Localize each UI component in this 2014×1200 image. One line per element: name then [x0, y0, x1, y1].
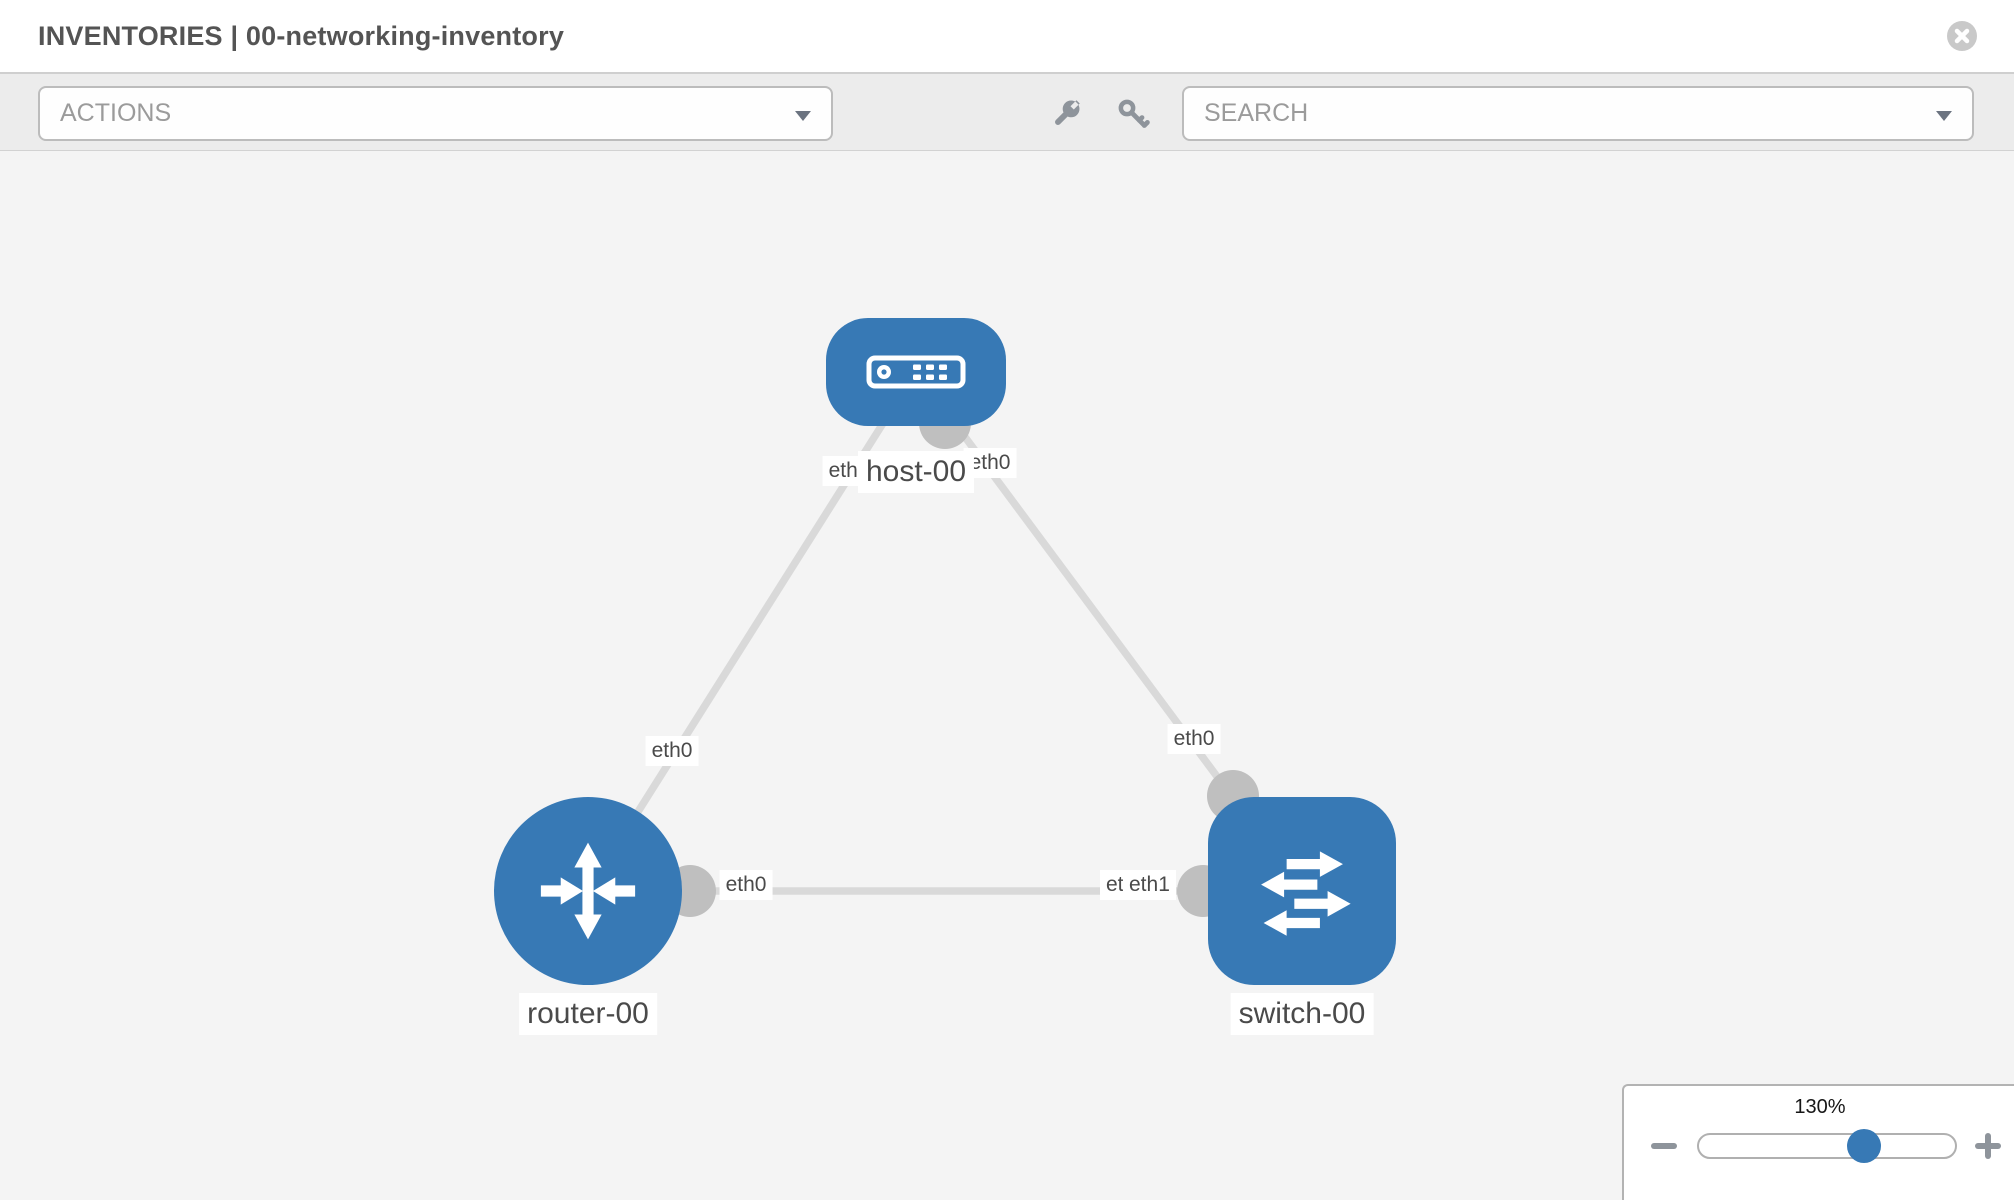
zoom-slider-knob[interactable] [1847, 1129, 1881, 1163]
node-router-00[interactable] [494, 797, 682, 985]
credentials-button[interactable] [1115, 96, 1151, 132]
toolbar: ACTIONS SEARCH [0, 72, 2014, 151]
node-label-router: router-00 [519, 993, 657, 1035]
header: INVENTORIES | 00-networking-inventory [0, 0, 2014, 72]
zoom-panel: 130% [1622, 1084, 2014, 1200]
close-icon [1954, 28, 1970, 44]
minus-icon[interactable] [1651, 1143, 1677, 1149]
iface-label: eth0 [719, 870, 773, 900]
wrench-icon [1055, 100, 1080, 125]
router-icon [540, 842, 636, 940]
links-layer [584, 368, 1306, 917]
close-button[interactable] [1947, 21, 1977, 51]
configure-button[interactable] [1048, 96, 1084, 132]
topology-canvas[interactable]: eth0 eth0 eth0 eth0 eth0 eth0 eth1 host-… [0, 151, 2014, 1200]
zoom-level: 130% [1794, 1096, 1846, 1118]
iface-label: eth0 [645, 736, 699, 766]
key-icon [1118, 99, 1150, 128]
switch-icon [1261, 851, 1351, 936]
node-label-switch: switch-00 [1230, 993, 1374, 1035]
caret-down-icon [1936, 111, 1952, 121]
node-label-host: host-00 [857, 451, 975, 493]
search-placeholder: SEARCH [1204, 99, 1309, 127]
actions-dropdown[interactable]: ACTIONS [38, 86, 833, 141]
plus-icon[interactable] [1975, 1133, 2001, 1159]
iface-label: eth0 [1167, 724, 1221, 754]
caret-down-icon [795, 111, 811, 121]
page-title: INVENTORIES | 00-networking-inventory [38, 21, 565, 51]
node-host-00[interactable] [826, 318, 1006, 426]
search-dropdown[interactable]: SEARCH [1182, 86, 1974, 141]
actions-dropdown-label: ACTIONS [60, 99, 172, 127]
node-switch-00[interactable] [1208, 797, 1396, 985]
host-icon [866, 355, 966, 389]
iface-label: eth1 [1123, 870, 1176, 900]
zoom-slider-track[interactable] [1697, 1133, 1957, 1159]
